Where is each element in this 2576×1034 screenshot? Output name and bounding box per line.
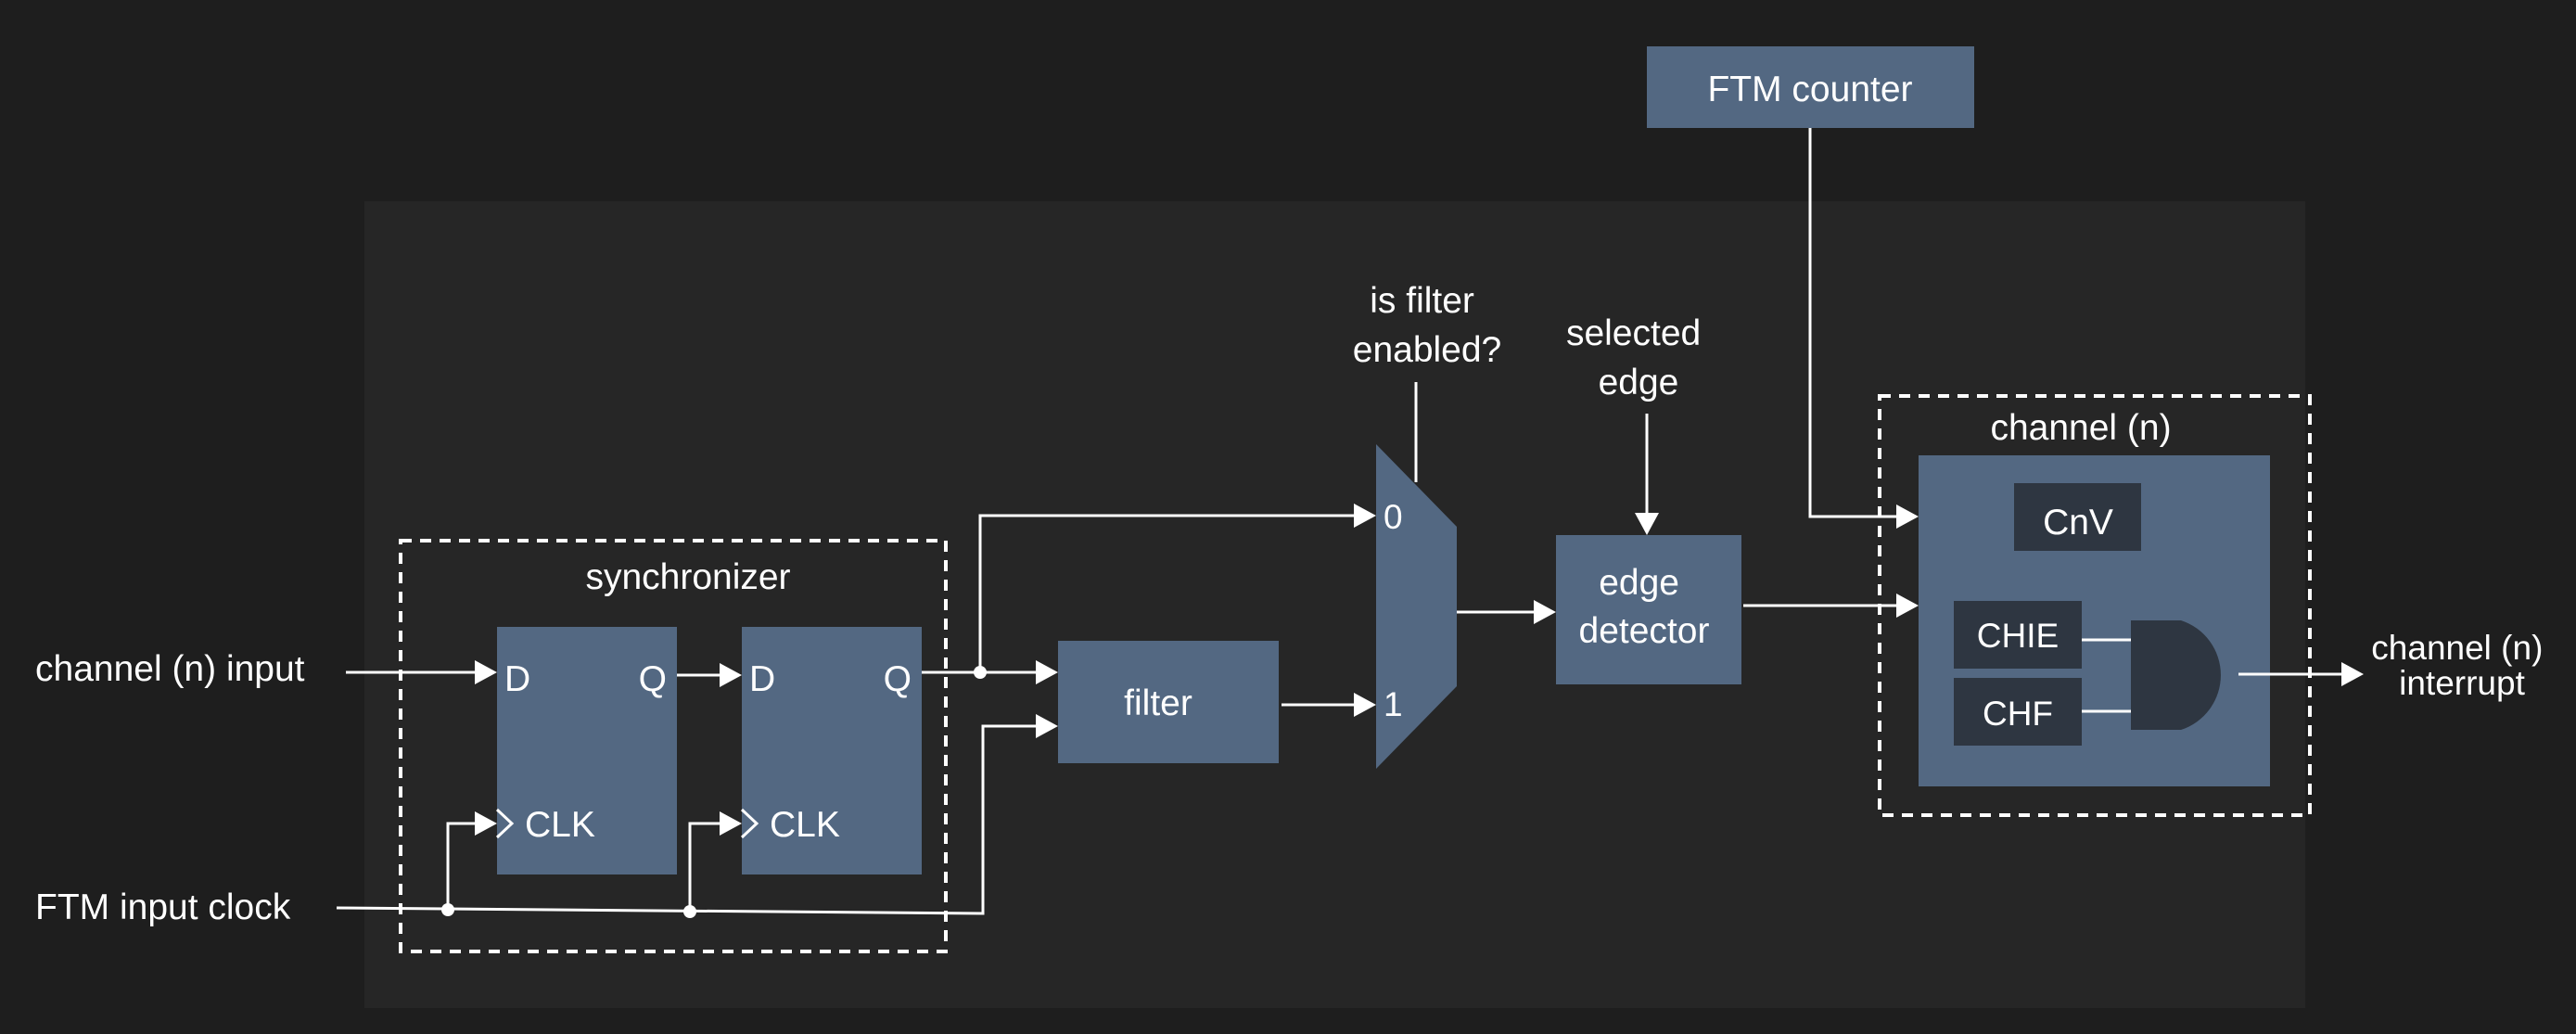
junction-dot-clk1 (441, 903, 454, 916)
arrowhead-edge-detector (1534, 600, 1556, 624)
arrowhead-ff2-clk (720, 811, 742, 836)
arrowhead-filter-data (1036, 660, 1058, 684)
and-gate-icon (2131, 620, 2221, 730)
junction-dot-clk2 (683, 905, 696, 918)
junction-dot-q (974, 666, 987, 679)
ff2-clock-icon (740, 808, 759, 839)
synchronizer-label: synchronizer (585, 557, 790, 597)
ftm-input-clock-label: FTM input clock (35, 887, 291, 927)
channel-interrupt-label: channel (n) interrupt (2371, 629, 2552, 702)
ftm-counter-label: FTM counter (1707, 70, 1912, 109)
chie-label: CHIE (1977, 617, 2059, 655)
wire-clock-main (336, 724, 1039, 915)
ff2-clk-label: CLK (770, 805, 840, 845)
arrowhead-ff1-clk (475, 811, 497, 836)
arrowhead-filter-clock (1036, 714, 1058, 738)
wire-ftm-counter-to-channel (1808, 128, 1898, 518)
mux-input-0-label: 0 (1384, 498, 1403, 536)
arrowhead-channel-counter (1896, 504, 1919, 529)
mux-input-1-label: 1 (1384, 685, 1403, 723)
wire-clock-to-ff2 (688, 822, 721, 912)
channel-interrupt-line-2: interrupt (2399, 664, 2525, 702)
arrowhead-mux-0 (1354, 504, 1376, 528)
mux-block (1376, 444, 1457, 769)
ff1-clk-label: CLK (525, 805, 595, 845)
ff1-clock-icon (495, 808, 515, 839)
wire-clock-to-ff1 (446, 822, 477, 910)
ff2-d-label: D (749, 659, 775, 699)
channel-interrupt-line-1: channel (n) (2371, 629, 2543, 667)
filter-enabled-question: is filter enabled? (1353, 281, 1502, 370)
edge-detector-block (1556, 535, 1741, 684)
channel-group-label: channel (n) (1990, 408, 2171, 448)
ff2-q-label: Q (884, 659, 912, 699)
edge-detector-line-1: edge (1599, 563, 1679, 603)
cnv-label: CnV (2043, 503, 2113, 543)
ff1-d-label: D (504, 659, 530, 699)
filter-label: filter (1124, 683, 1192, 723)
ff1-q-label: Q (639, 659, 667, 699)
selected-edge-line-2: edge (1599, 363, 1679, 402)
cnv-register (2014, 483, 2141, 551)
filter-block (1058, 641, 1279, 763)
arrowhead-channel-edge (1896, 594, 1919, 618)
channel-input-label: channel (n) input (35, 649, 305, 689)
selected-edge-label: selected edge (1566, 313, 1711, 402)
wire-unfiltered-to-mux0 (978, 514, 1356, 672)
ftm-counter-block (1647, 46, 1974, 128)
edge-detector-line-2: detector (1579, 611, 1710, 651)
arrowhead-ff2-d (720, 663, 742, 687)
arrowhead-selected-edge (1635, 513, 1659, 535)
edge-detector-label: edge detector (1579, 563, 1710, 651)
filter-enabled-line-1: is filter (1370, 281, 1474, 321)
chf-label: CHF (1983, 695, 2053, 733)
arrowhead-mux-1 (1354, 693, 1376, 717)
selected-edge-line-1: selected (1566, 313, 1701, 353)
arrowhead-ff1-d (475, 660, 497, 684)
flip-flop-2 (742, 627, 922, 874)
synchronizer-group-border (399, 539, 948, 953)
flip-flop-1 (497, 627, 677, 874)
arrowhead-interrupt (2341, 662, 2364, 686)
chie-register (1954, 601, 2082, 669)
filter-enabled-line-2: enabled? (1353, 330, 1502, 370)
chf-register (1954, 678, 2082, 746)
